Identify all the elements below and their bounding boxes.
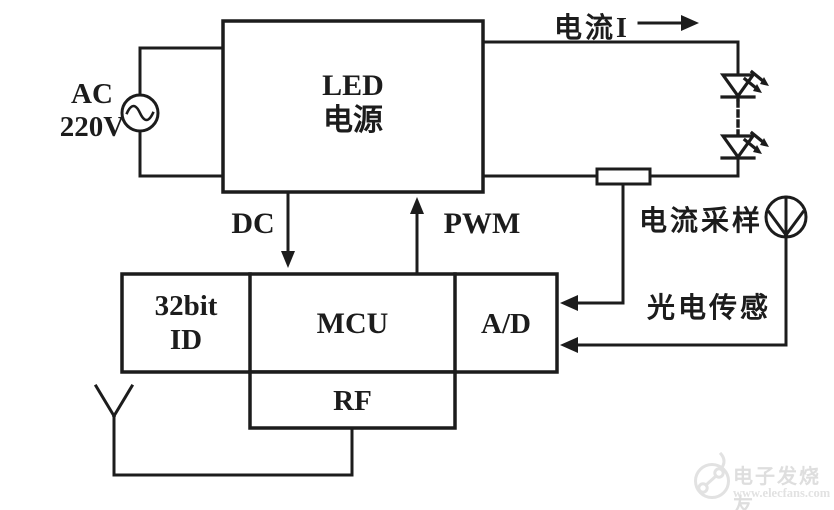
rf-block-label: RF xyxy=(333,385,372,417)
mcu-block-label: MCU xyxy=(316,307,389,340)
ac-source-icon xyxy=(120,93,160,133)
current-sampling-label: 电流采样 xyxy=(638,206,763,237)
watermark-brand: 电子发烧友 xyxy=(733,466,821,510)
ac-top-wire xyxy=(138,46,225,97)
mcu-row-box xyxy=(120,272,559,374)
led-power-box xyxy=(221,19,485,194)
id-block-label: 32bit ID xyxy=(122,289,250,357)
return-wire xyxy=(481,155,740,178)
current-wire xyxy=(481,40,740,76)
photo-sensor-label: 光电传感 xyxy=(646,293,771,324)
ac-bottom-wire xyxy=(138,129,225,178)
dc-label: DC xyxy=(231,207,275,240)
ad-block-label: A/D xyxy=(481,308,531,340)
led-power-label: LED 电源 xyxy=(223,68,483,138)
led-icon xyxy=(719,69,769,102)
photo-sensor-icon xyxy=(764,195,808,241)
ac-source-label-line1: AC xyxy=(71,78,113,110)
photo-sensor-feedback-arrow xyxy=(560,237,788,353)
rf-box xyxy=(248,370,457,430)
id-block-label-line1: 32bit xyxy=(154,290,218,322)
led-power-label-line1: LED xyxy=(322,69,384,102)
rf-antenna-wire xyxy=(112,414,354,477)
antenna-icon xyxy=(93,383,135,419)
watermark-url: www.elecfans.com xyxy=(733,486,831,500)
ac-source-label: AC 220V xyxy=(38,78,146,144)
pwm-arrow xyxy=(410,197,424,275)
current-sense-resistor xyxy=(595,167,652,186)
ac-source-label-line2: 220V xyxy=(59,111,125,143)
current-direction-arrow xyxy=(637,15,699,31)
led-icon xyxy=(719,130,769,160)
dc-arrow xyxy=(281,191,295,268)
pwm-label: PWM xyxy=(443,207,521,240)
current-label: 电流I xyxy=(554,13,630,44)
id-block-label-line2: ID xyxy=(169,324,203,356)
sampling-feedback-arrow xyxy=(560,182,625,311)
elecfans-logo-icon xyxy=(694,451,730,499)
led-power-label-line2: 电源 xyxy=(323,104,383,137)
